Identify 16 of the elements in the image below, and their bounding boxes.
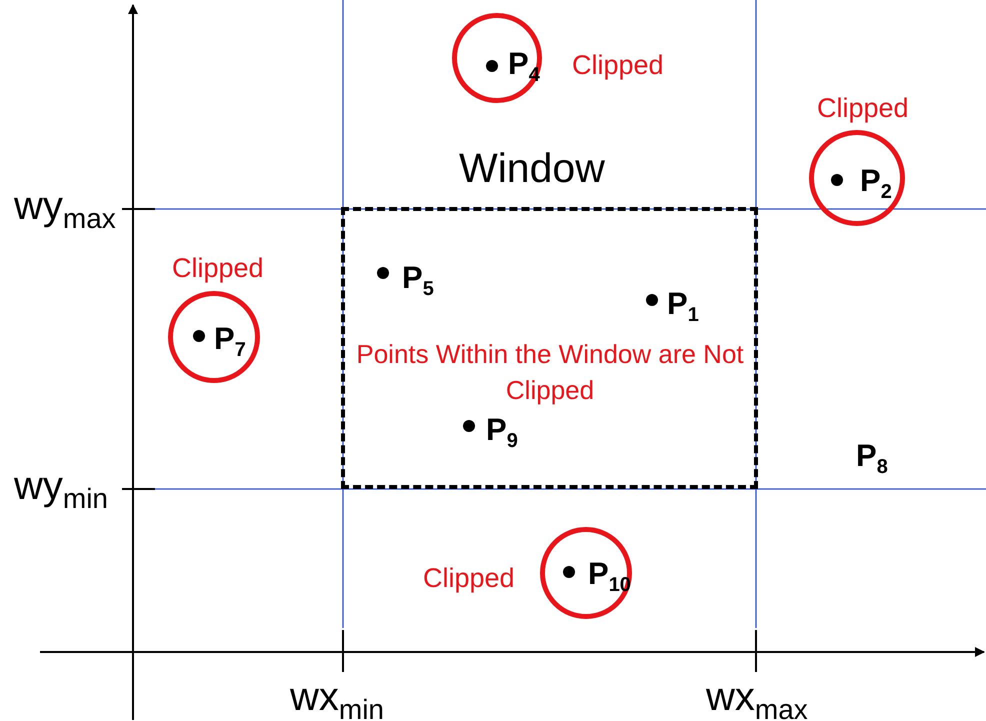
clipped-label: Clipped [817, 95, 909, 122]
point-label: P$_{2}$ [860, 165, 892, 202]
point-label: P$_{1}$ [667, 288, 699, 326]
point-label: P$_{8}$ [856, 440, 888, 478]
window-note: Points Within the Window are Not Clipped [355, 338, 745, 408]
window-title: Window [459, 148, 605, 189]
axis-label: wx$_{min}$ [290, 677, 384, 721]
clipped-label: Clipped [572, 52, 664, 79]
point-label: P$_{7}$ [214, 323, 246, 360]
axis-label: wy$_{max}$ [14, 186, 116, 233]
point-label: P$_{9}$ [486, 414, 518, 452]
axis-label: wy$_{min}$ [14, 466, 108, 513]
point-label: P$_{5}$ [402, 262, 434, 300]
clipped-label: Clipped [423, 565, 515, 592]
axis-label: wx$_{max}$ [706, 677, 808, 721]
clipped-label: Clipped [172, 255, 264, 282]
